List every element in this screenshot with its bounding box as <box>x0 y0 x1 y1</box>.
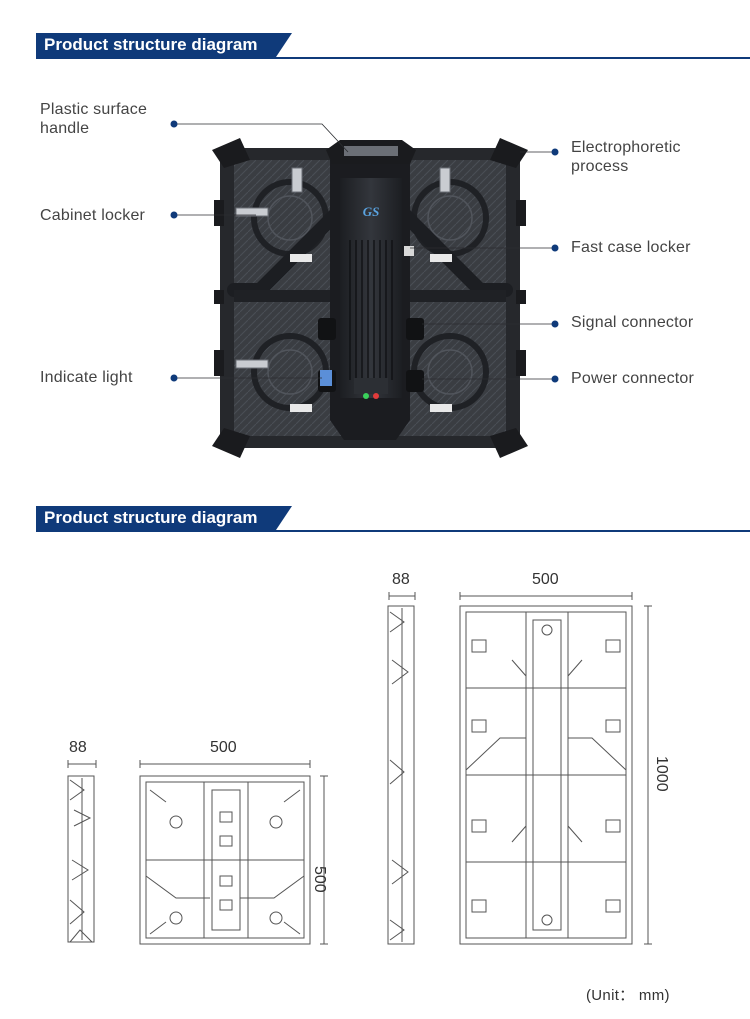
callout-power-connector: Power connector <box>571 370 695 387</box>
section-header-structure: Product structure diagram <box>0 33 750 69</box>
section-title: Product structure diagram <box>36 33 291 57</box>
callout-dots <box>170 120 559 383</box>
callout-indicate-light: Indicate light <box>40 369 133 386</box>
callout-fast-case-locker: Fast case locker <box>571 239 691 256</box>
dim-small-front-width: 500 <box>210 739 237 756</box>
unit-note: (Unit： mm) <box>586 987 670 1004</box>
small-side-view <box>67 760 97 943</box>
section-rule <box>36 530 750 532</box>
panel-labels <box>290 254 452 412</box>
callout-signal-connector: Signal connector <box>571 314 694 331</box>
dim-small-side-depth: 88 <box>69 739 87 756</box>
large-front-view <box>459 592 652 945</box>
indicate-light-marker <box>320 370 332 386</box>
section-rule <box>36 57 750 59</box>
callout-electrophoretic-process: Electrophoretic process <box>571 139 681 175</box>
callout-plastic-surface-handle: Plastic surface handle <box>40 101 148 137</box>
cabinet-lockers <box>235 167 451 369</box>
dim-large-side-depth: 88 <box>392 571 410 588</box>
dim-small-front-height: 500 <box>311 866 328 893</box>
dim-large-front-width: 500 <box>532 571 559 588</box>
large-side-view <box>387 592 416 945</box>
cabinet-logo: GS <box>363 204 380 219</box>
surface-handle <box>326 140 416 164</box>
fast-locker-marker <box>404 246 414 256</box>
small-front-view <box>139 760 328 945</box>
section-title: Product structure diagram <box>36 506 291 530</box>
control-box <box>330 160 410 440</box>
callout-lines <box>174 123 555 380</box>
callout-cabinet-locker: Cabinet locker <box>40 207 146 224</box>
dim-large-front-height: 1000 <box>653 756 670 792</box>
section-header-dimensions: Product structure diagram <box>0 506 750 542</box>
